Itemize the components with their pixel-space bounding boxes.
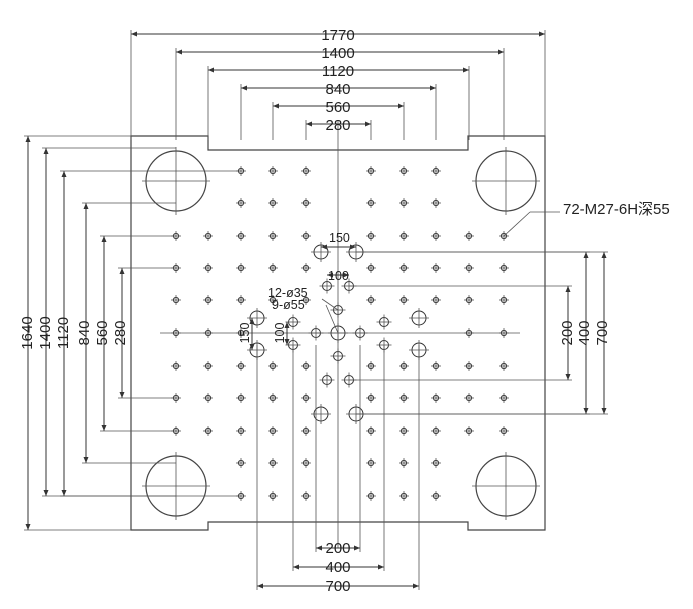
- top-dim-1120: 1120: [322, 63, 354, 80]
- spacing-100-left-label: 100: [273, 323, 287, 344]
- top-dim-280: 280: [325, 117, 350, 134]
- top-dim-1770: 1770: [321, 27, 354, 44]
- left-dim-1640: 1640: [19, 316, 36, 349]
- spacing-150-left-label: 150: [238, 323, 252, 344]
- small-hole-note: 12-ø35: [268, 286, 308, 300]
- tie-bar-holes: [142, 147, 540, 520]
- right-dim-700: 700: [594, 320, 611, 345]
- right-dim-400: 400: [576, 320, 593, 345]
- top-dim-840: 840: [325, 81, 350, 98]
- bottom-dim-200: 200: [325, 540, 350, 557]
- bottom-dim-700: 700: [325, 578, 350, 595]
- top-dim-1400: 1400: [321, 45, 354, 62]
- spacing-150-top-label: 150: [329, 231, 350, 245]
- large-hole-note: 9-ø55: [272, 298, 305, 312]
- right-dim-200: 200: [559, 320, 576, 345]
- bottom-dim-400: 400: [325, 559, 350, 576]
- left-dim-280: 280: [112, 320, 129, 345]
- spacing-100-top-label: 100: [328, 269, 349, 283]
- tapped-hole-note: 72-M27-6H深55: [563, 201, 670, 218]
- dimension-lines: [24, 30, 608, 590]
- left-dim-1400: 1400: [37, 316, 54, 349]
- left-dim-560: 560: [94, 320, 111, 345]
- left-dim-840: 840: [76, 320, 93, 345]
- left-dim-1120: 1120: [55, 317, 72, 349]
- top-dim-560: 560: [325, 99, 350, 116]
